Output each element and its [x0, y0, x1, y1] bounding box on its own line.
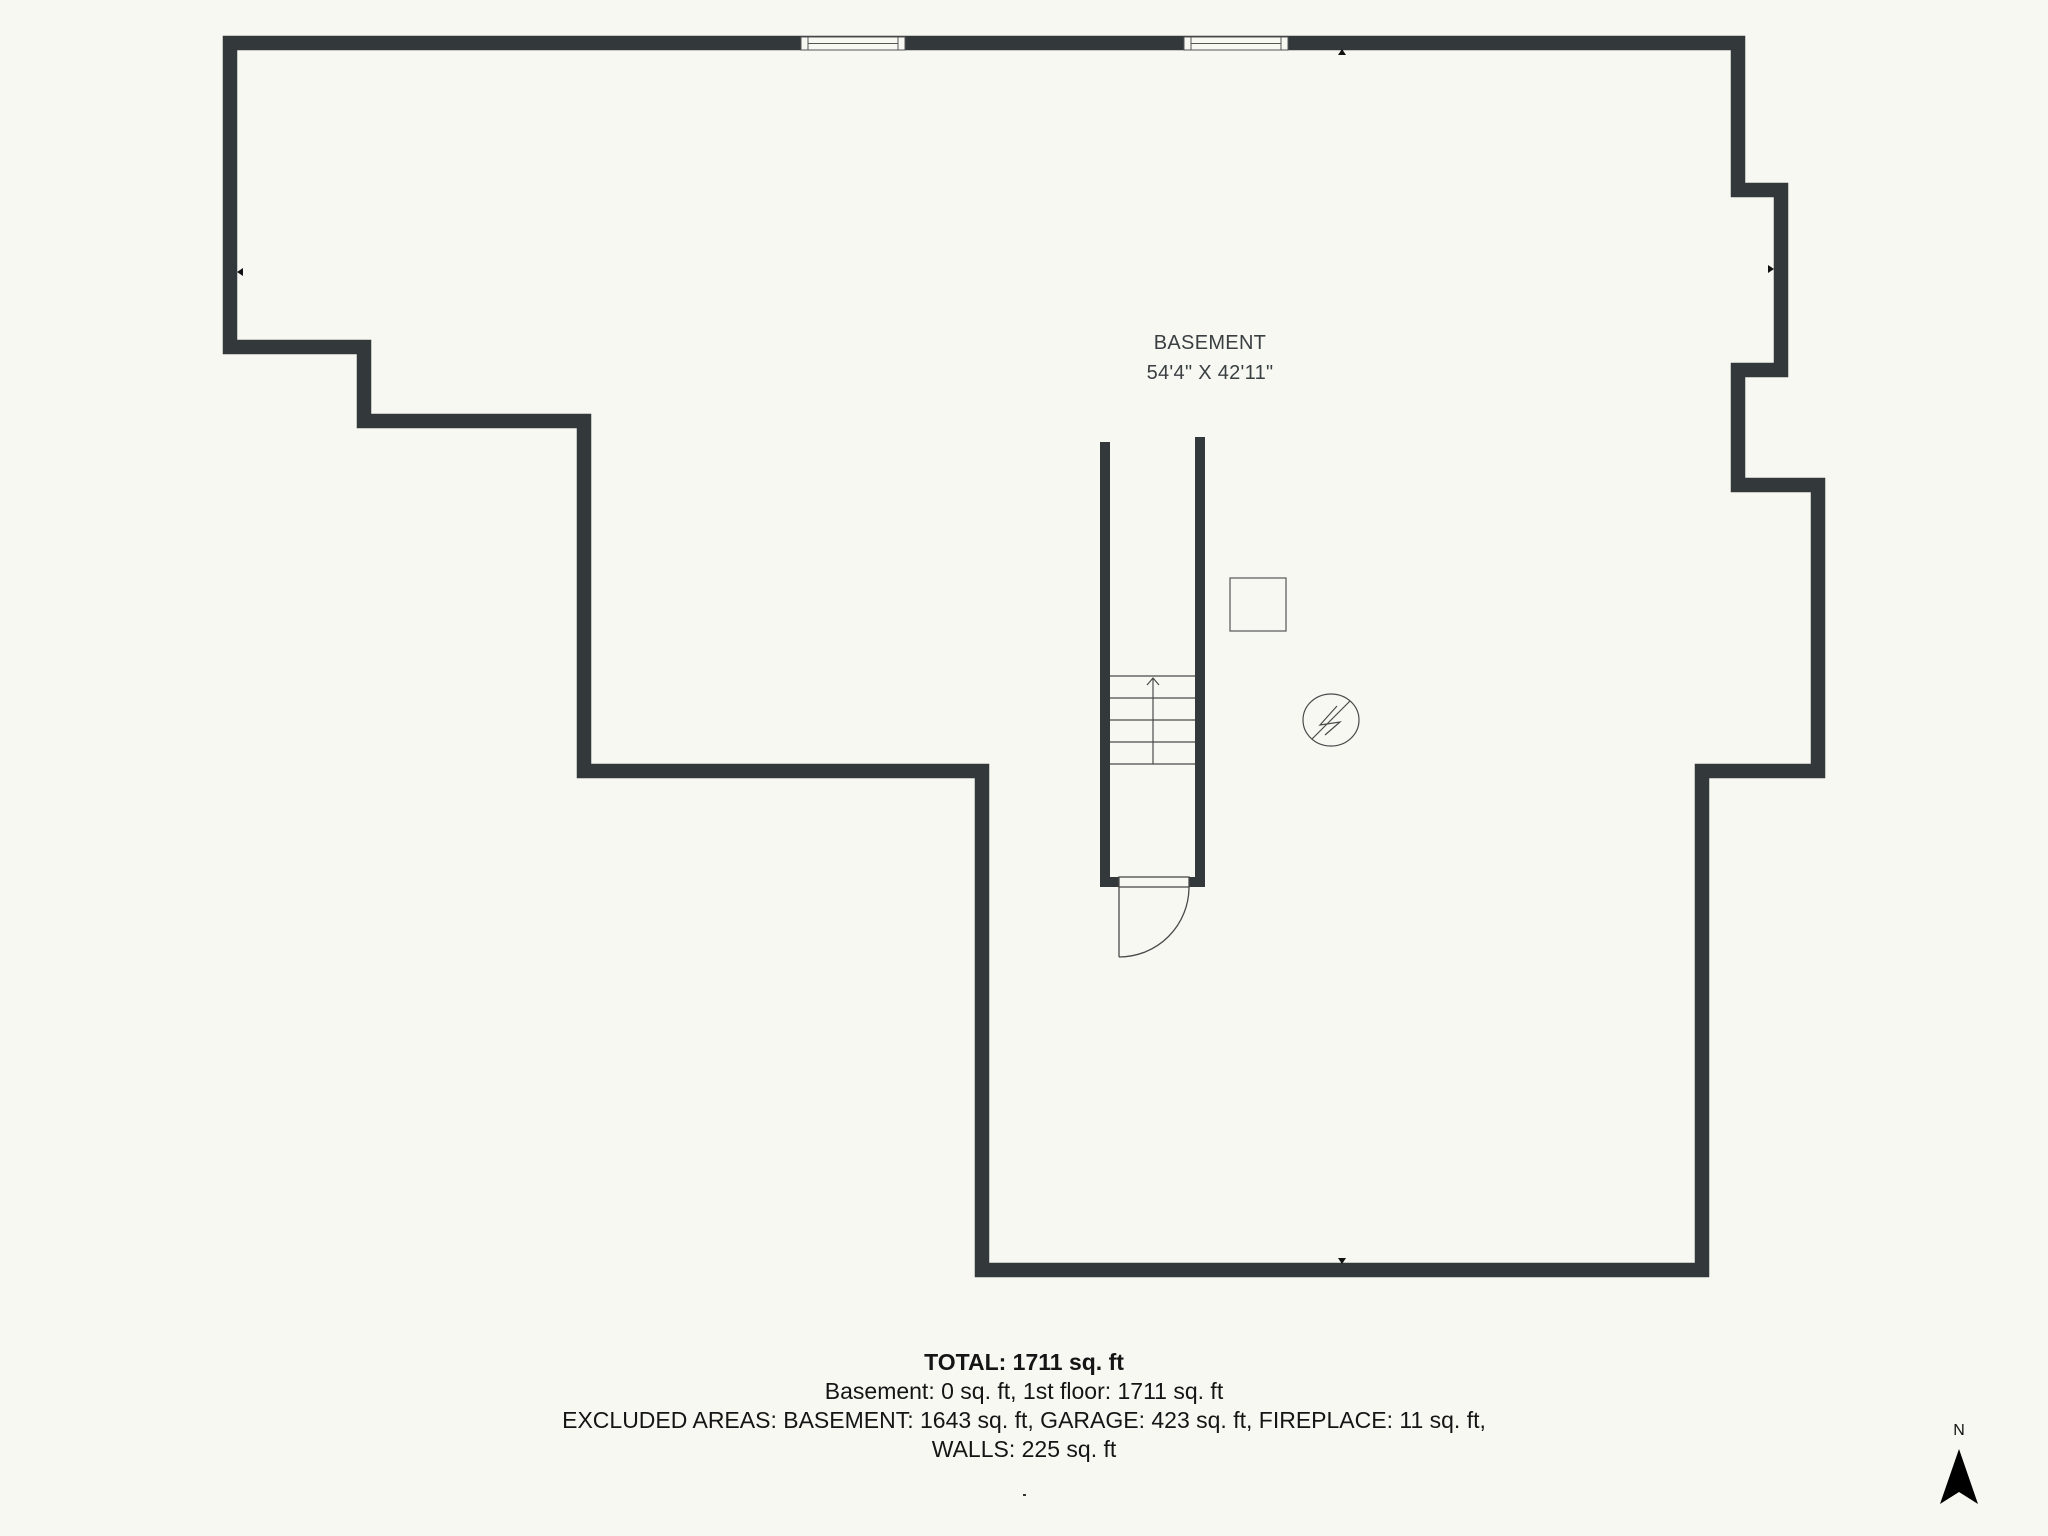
- marker-left-icon: [237, 268, 243, 276]
- area-summary: TOTAL: 1711 sq. ft Basement: 0 sq. ft, 1…: [424, 1348, 1624, 1464]
- window-1: [800, 36, 906, 51]
- marker-bottom-icon: [1338, 1258, 1346, 1264]
- room-dimensions: 54'4" X 42'11": [1146, 362, 1274, 384]
- room-label: BASEMENT 54'4" X 42'11": [1060, 328, 1360, 388]
- electrical-panel-icon: [1302, 693, 1360, 747]
- excluded-areas-line1: EXCLUDED AREAS: BASEMENT: 1643 sq. ft, G…: [562, 1407, 1486, 1433]
- total-area: TOTAL: 1711 sq. ft: [924, 1349, 1124, 1375]
- north-arrow-icon: [1940, 1449, 1978, 1504]
- stairs-up-icon: [1110, 675, 1195, 765]
- north-label: N: [1953, 1422, 1965, 1439]
- room-name: BASEMENT: [1153, 332, 1267, 354]
- north-compass: N: [1935, 1422, 1995, 1512]
- floor-areas: Basement: 0 sq. ft, 1st floor: 1711 sq. …: [824, 1378, 1224, 1404]
- marker-top-icon: [1338, 49, 1346, 55]
- marker-right-icon: [1768, 265, 1774, 273]
- stair-walls: [1100, 437, 1205, 887]
- footer-dot: [1023, 1494, 1026, 1496]
- excluded-areas-line2: WALLS: 225 sq. ft: [931, 1436, 1117, 1462]
- square-fixture-icon: [1229, 577, 1287, 632]
- window-2: [1183, 36, 1289, 51]
- exterior-walls: [222, 35, 1826, 1278]
- door-swing-icon: [1118, 876, 1190, 958]
- dimension-markers: [237, 49, 1774, 1264]
